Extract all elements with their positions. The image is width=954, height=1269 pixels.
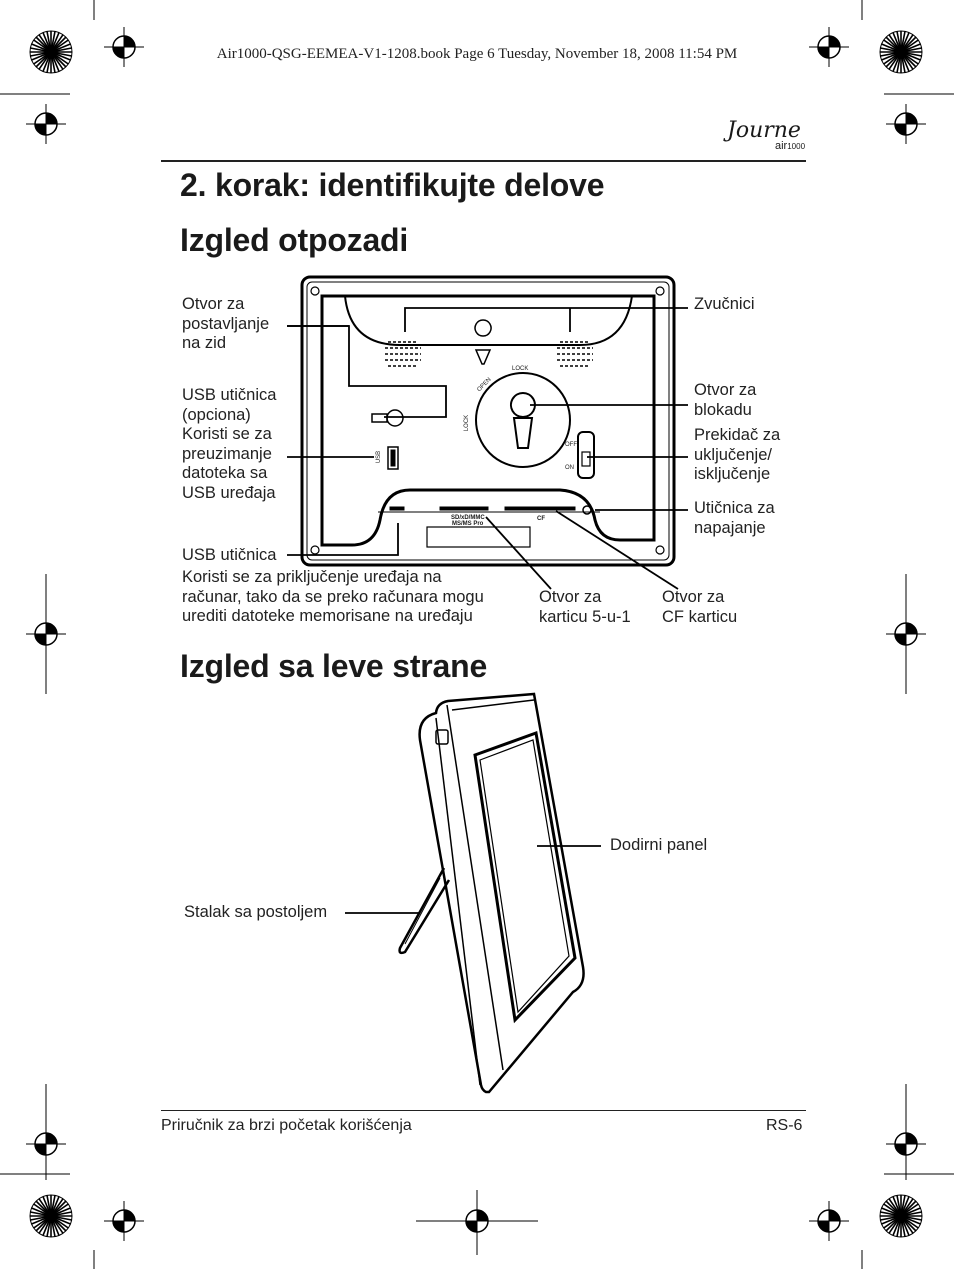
registration-star-icon — [879, 1194, 923, 1238]
label-slot-cf: Otvor za CF karticu — [662, 588, 738, 626]
page-number: RS-6 — [766, 1117, 803, 1134]
label-speakers: Zvučnici — [694, 295, 755, 313]
registration-mark-icon — [885, 103, 927, 145]
logo-sub: air — [775, 140, 788, 152]
registration-mark-icon — [25, 103, 67, 145]
label-stand: Stalak sa postoljem — [184, 903, 328, 921]
label-power-jack: Utičnica za napajanje — [694, 499, 775, 537]
label-touch-panel: Dodirni panel — [610, 836, 708, 854]
device-cf-label: CF — [537, 516, 545, 522]
rear-view-diagram — [287, 275, 688, 590]
top-rule — [161, 160, 806, 162]
label-usb-port-desc: Koristi se za priključenje uređaja na ra… — [182, 568, 484, 625]
label-power-switch: Prekidač za uključenje/ isključenje — [694, 426, 781, 483]
device-lock-side: LOCK — [464, 414, 471, 432]
registration-mark-icon — [808, 1200, 850, 1242]
device-off: OFF — [565, 442, 577, 448]
registration-mark-icon — [103, 1200, 145, 1242]
label-lock-slot: Otvor za blokadu — [694, 381, 757, 419]
label-usb-port: USB utičnica — [182, 546, 277, 564]
section-title-left: Izgled sa leve strane — [180, 648, 488, 684]
registration-star-icon — [29, 1194, 73, 1238]
print-header: Air1000-QSG-EEMEA-V1-1208.book Page 6 Tu… — [216, 46, 738, 62]
label-usb-optional: USB utičnica (opciona) Koristi se za pre… — [182, 386, 277, 502]
page-title: 2. korak: identifikujte delove — [180, 167, 605, 203]
section-title-rear: Izgled otpozadi — [180, 222, 409, 258]
device-lock-top: LOCK — [512, 366, 529, 372]
label-slot-5in1: Otvor za karticu 5-u-1 — [539, 588, 631, 626]
device-ms-label: MS/MS Pro — [452, 521, 484, 527]
logo-script: Journe — [727, 118, 801, 143]
brand-logo: Journe air1000 — [727, 118, 807, 158]
footer-title: Priručnik za brzi početak korišćenja — [161, 1117, 412, 1134]
device-sd-label: SD/xD/MMC — [451, 515, 485, 521]
side-view-diagram — [345, 692, 601, 1094]
device-usb: USB — [376, 450, 383, 464]
device-on: ON — [565, 465, 574, 471]
label-wall-mount: Otvor za postavljanje na zid — [182, 295, 270, 352]
footer-rule — [161, 1110, 806, 1111]
logo-model: 1000 — [787, 142, 806, 151]
